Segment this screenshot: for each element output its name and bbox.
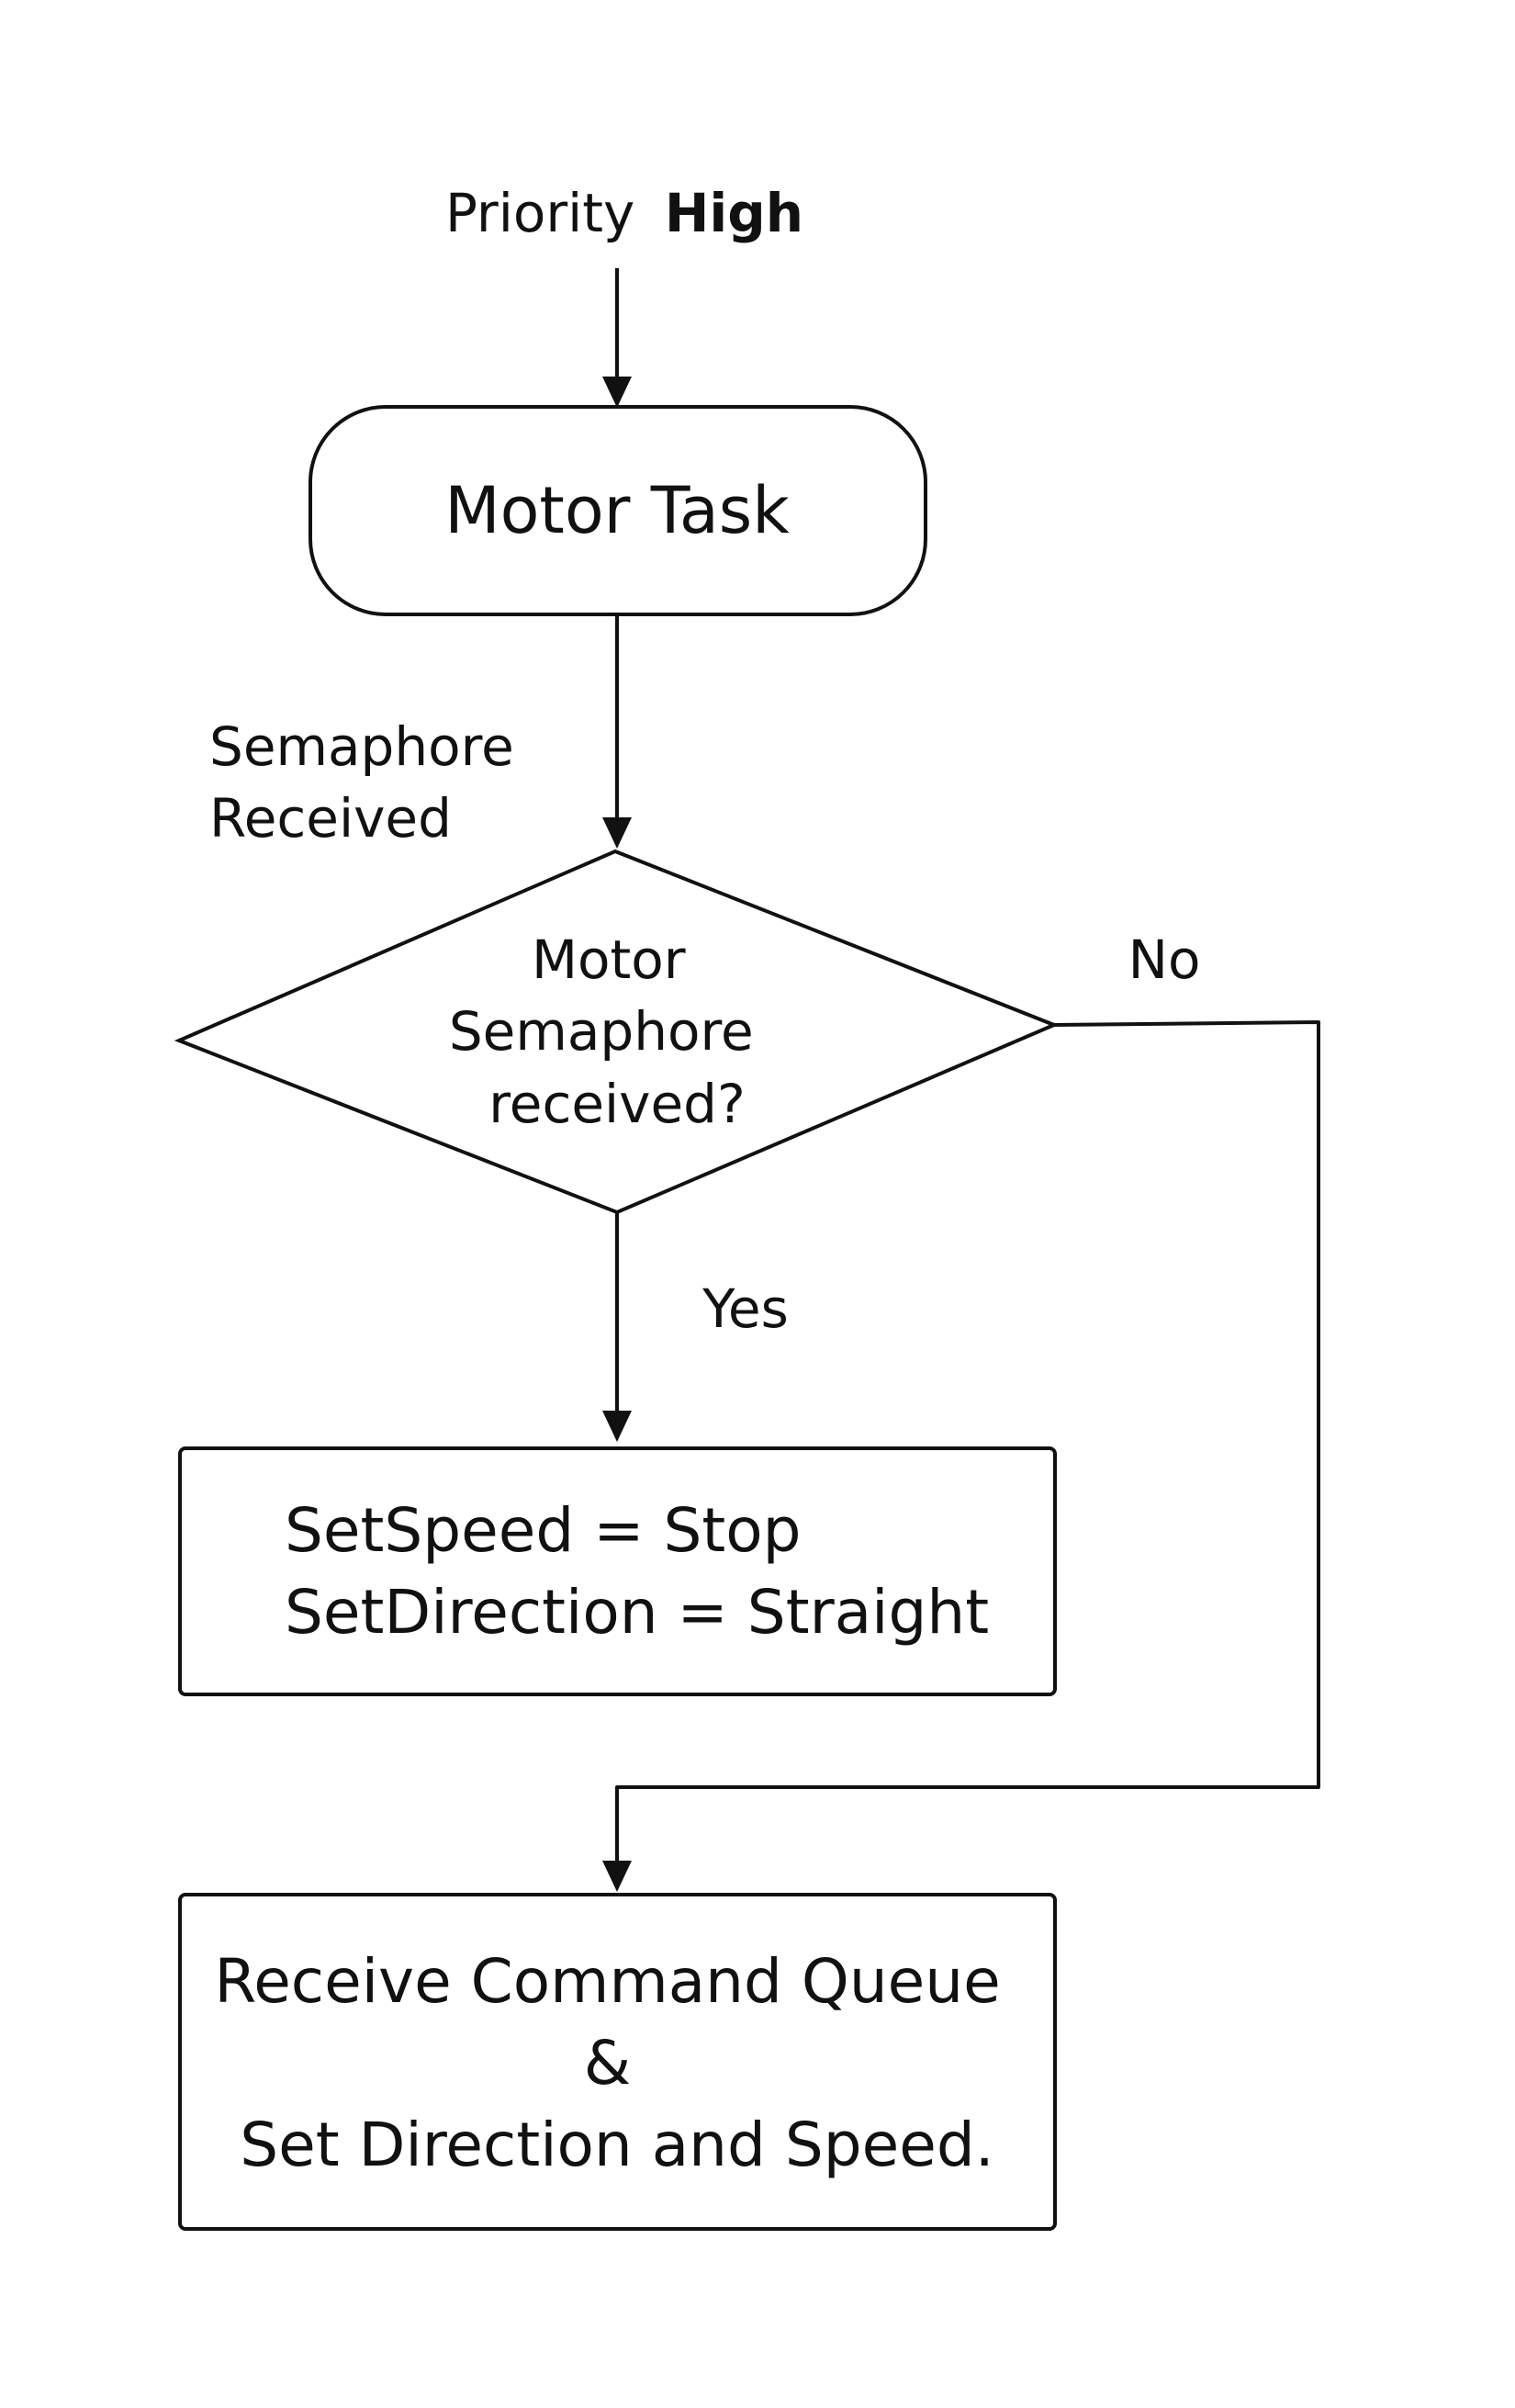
process-stop-line-1: SetSpeed = Stop bbox=[285, 1495, 802, 1566]
edge-label-semaphore-received: Semaphore Received bbox=[209, 715, 531, 850]
process-queue-line-2: & bbox=[584, 2028, 631, 2099]
decision-line-1: Motor bbox=[532, 928, 686, 991]
priority-label: Priority High bbox=[445, 182, 803, 244]
arrow-priority-to-task bbox=[602, 268, 632, 408]
process-queue-line-3: Set Direction and Speed. bbox=[240, 2110, 994, 2180]
priority-prefix: Priority bbox=[445, 182, 634, 244]
decision-node: Motor Semaphore received? bbox=[174, 849, 1060, 1215]
edge-label-semaphore-line-1: Semaphore bbox=[209, 715, 514, 778]
process-queue-line-1: Receive Command Queue bbox=[214, 1946, 1000, 2017]
arrow-yes-branch bbox=[602, 1212, 632, 1442]
decision-label: Motor Semaphore received? bbox=[449, 928, 770, 1135]
motor-task-label: Motor Task bbox=[444, 473, 790, 548]
edge-label-yes: Yes bbox=[701, 1277, 789, 1340]
process-queue-label: Receive Command Queue & Set Direction an… bbox=[214, 1946, 1019, 2180]
decision-line-2: Semaphore bbox=[449, 1000, 754, 1063]
motor-task-node: Motor Task bbox=[309, 405, 927, 616]
edge-label-semaphore-line-2: Received bbox=[209, 787, 452, 850]
priority-level: High bbox=[665, 182, 803, 244]
process-stop-label: SetSpeed = Stop SetDirection = Straight bbox=[285, 1495, 989, 1648]
process-stop-node: SetSpeed = Stop SetDirection = Straight bbox=[178, 1446, 1057, 1696]
arrow-task-to-decision bbox=[602, 614, 632, 849]
edge-label-no: No bbox=[1128, 928, 1201, 991]
arrow-no-branch bbox=[602, 1020, 1320, 1892]
process-queue-node: Receive Command Queue & Set Direction an… bbox=[178, 1893, 1057, 2231]
decision-line-3: received? bbox=[488, 1073, 746, 1135]
process-stop-line-2: SetDirection = Straight bbox=[285, 1577, 989, 1648]
